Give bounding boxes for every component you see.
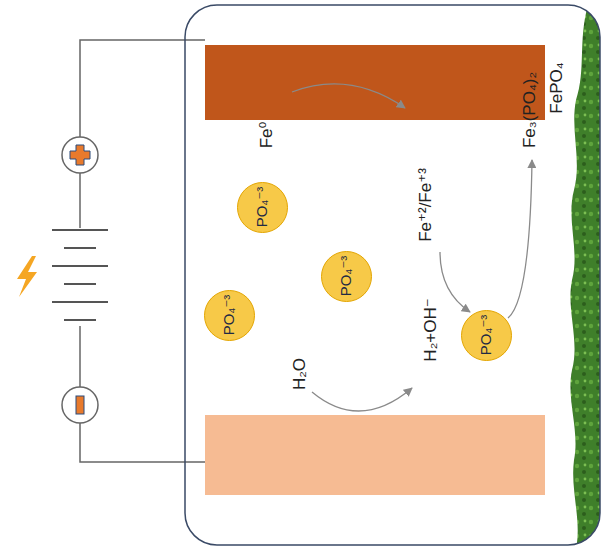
ion-label: PO₄⁻³: [253, 187, 271, 228]
negative-terminal: [62, 387, 98, 423]
phosphate-ion: PO₄⁻³: [461, 310, 512, 361]
phosphate-ion: PO₄⁻³: [321, 251, 372, 302]
species-label: Fe₃(PO₄)₂: [520, 72, 540, 148]
species-label: H₂+OH⁻: [420, 298, 441, 361]
iron-anode: [205, 45, 545, 120]
ion-label: PO₄⁻³: [220, 295, 238, 336]
reaction-arrow: [292, 84, 532, 411]
species-label: Fe⁰: [256, 122, 277, 149]
electrolysis-tank: [185, 5, 600, 545]
phosphate-ion: PO₄⁻³: [237, 182, 288, 233]
phosphate-ion: PO₄⁻³: [204, 290, 255, 341]
ion-label: PO₄⁻³: [477, 315, 495, 356]
positive-terminal: [62, 137, 98, 173]
battery-plates: [52, 230, 108, 320]
lightning-bolt: [17, 256, 37, 297]
ion-label: PO₄⁻³: [337, 256, 355, 297]
species-label: FePO₄: [547, 62, 567, 113]
cathode: [205, 415, 545, 495]
species-label: Fe⁺²/Fe⁺³: [415, 168, 436, 242]
species-label: H₂O: [290, 358, 310, 390]
circuit-wire: [80, 40, 205, 462]
iron-phosphate-deposit: [570, 5, 600, 545]
